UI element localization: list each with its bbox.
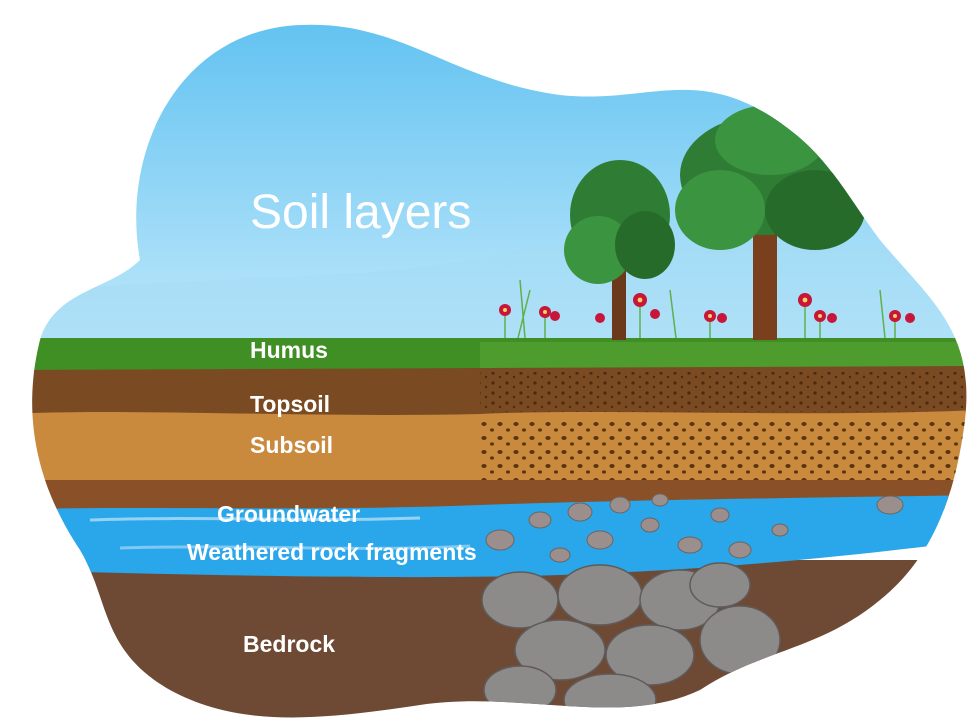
label-topsoil: Topsoil xyxy=(250,391,330,417)
label-weathered-rock-fragments: Weathered rock fragments xyxy=(187,539,477,565)
label-bedrock: Bedrock xyxy=(243,631,335,657)
label-subsoil: Subsoil xyxy=(250,432,333,458)
label-humus: Humus xyxy=(250,337,328,363)
bedrock-boulders xyxy=(482,563,780,726)
diagram-title: Soil layers xyxy=(250,186,471,239)
label-groundwater: Groundwater xyxy=(217,501,360,527)
